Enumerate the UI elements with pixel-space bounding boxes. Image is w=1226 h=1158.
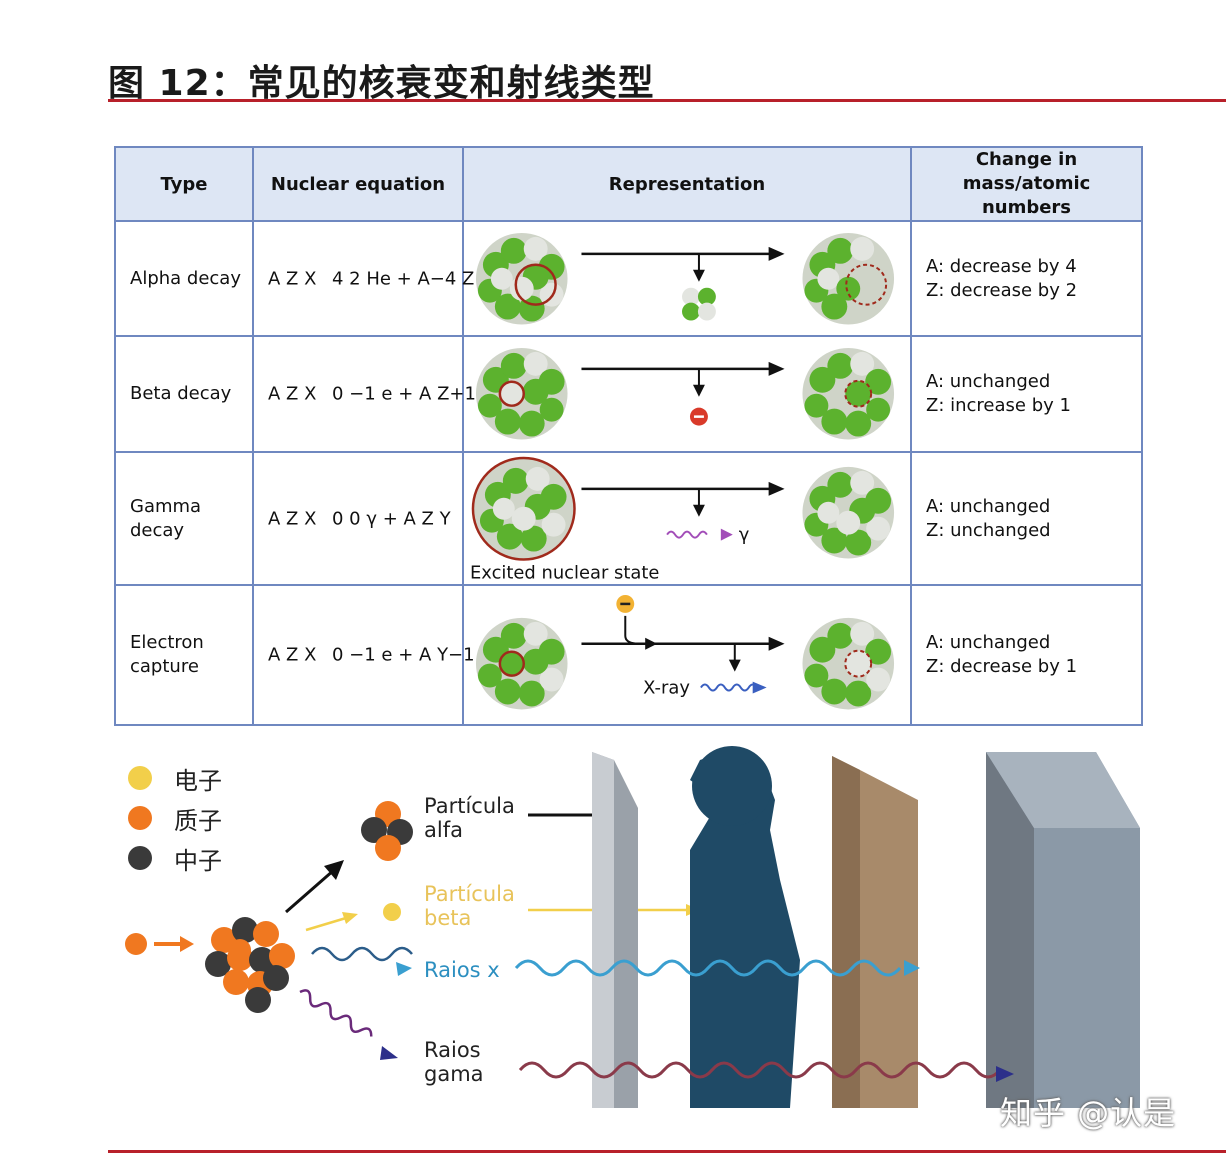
equation-alpha: A Z X 4 2 He + A−4 Z−2 Y: [252, 219, 518, 338]
alpha-label: Partícula alfa: [424, 794, 515, 842]
change-electron-capture: A: unchanged Z: decrease by 1: [910, 584, 1143, 726]
equation-beta: A Z X 0 −1 e + A Z+1 Y: [252, 335, 493, 453]
bottom-rule: [108, 1150, 1226, 1153]
alpha-particle: [682, 287, 716, 321]
beta-particle: [383, 903, 401, 921]
table-row-alpha: Alpha decay A Z X 4 2 He + A−4 Z−2 Y: [114, 219, 1143, 338]
table-row-gamma: Gamma decay A Z X 0 0 γ + A Z Y Excited …: [114, 450, 1143, 587]
change-z-beta: Z: increase by 1: [926, 395, 1071, 417]
parent-nucleus: [475, 348, 568, 441]
gamma-decay-diagram: Excited nuclear state γ: [470, 456, 895, 583]
excited-state-label: Excited nuclear state: [470, 562, 659, 583]
change-a-alpha: A: decrease by 4: [926, 255, 1077, 277]
excited-nucleus: [471, 456, 576, 561]
type-beta: Beta decay: [114, 335, 254, 453]
type-electron-capture: Electron capture: [114, 584, 254, 726]
representation-beta: [462, 335, 912, 453]
legend-label-proton: 质子: [174, 806, 222, 835]
parent-nucleus: [475, 618, 568, 710]
incoming-neutron: [125, 933, 147, 955]
equation-products-electron-capture: 0 −1 e + A Y−1 Y: [332, 644, 492, 666]
neutron-dot-icon: [128, 846, 152, 870]
xray-emission-wave: [311, 946, 413, 962]
decay-table: Type Nuclear equation Representation Cha…: [114, 146, 1143, 726]
header-change: Change in mass/atomic numbers: [910, 146, 1143, 222]
alpha-particle-cluster: [361, 801, 413, 861]
equation-parent-electron-capture: A Z X: [268, 644, 317, 666]
change-a-gamma: A: unchanged: [926, 495, 1051, 517]
beta-label: Partícula beta: [424, 882, 515, 930]
equation-parent-alpha: A Z X: [268, 268, 317, 290]
equation-products-gamma: 0 0 γ + A Z Y: [332, 508, 451, 530]
legend-label-electron: 电子: [174, 766, 222, 795]
legend-item-electron: 电子: [128, 758, 222, 798]
type-electron-capture-text: Electron capture: [130, 632, 204, 678]
header-representation: Representation: [462, 146, 912, 222]
equation-parent-gamma: A Z X: [268, 508, 317, 530]
change-a-beta: A: unchanged: [926, 371, 1051, 393]
xray-wave: [700, 683, 758, 692]
gamma-path-wave: [518, 1061, 1002, 1079]
xray-path-wave: [514, 959, 902, 977]
change-z-electron-capture: Z: decrease by 1: [926, 656, 1078, 678]
title-rule: [108, 99, 1226, 102]
table-row-beta: Beta decay A Z X 0 −1 e + A Z+1 Y: [114, 335, 1143, 453]
representation-electron-capture: X-ray: [462, 584, 912, 726]
type-alpha: Alpha decay: [114, 219, 254, 338]
wood-barrier: [832, 756, 918, 1108]
daughter-nucleus: [802, 232, 895, 325]
paper-barrier: [592, 752, 638, 1108]
ground-nucleus: [802, 466, 895, 559]
beta-decay-diagram: [475, 348, 895, 441]
gamma-wave: [666, 530, 708, 539]
header-change-text: Change in mass/atomic numbers: [962, 149, 1091, 218]
table-row-electron-capture: Electron capture A Z X 0 −1 e + A Y−1 Y: [114, 584, 1143, 726]
parent-nucleus: [475, 232, 568, 325]
change-gamma: A: unchanged Z: unchanged: [910, 450, 1143, 587]
captured-electron: [616, 595, 635, 614]
change-z-alpha: Z: decrease by 2: [926, 279, 1078, 301]
equation-products-beta: 0 −1 e + A Z+1 Y: [332, 383, 493, 405]
daughter-nucleus: [802, 348, 895, 441]
legend-item-proton: 质子: [128, 798, 222, 838]
representation-gamma: Excited nuclear state γ: [462, 450, 912, 587]
change-alpha: A: decrease by 4 Z: decrease by 2: [910, 219, 1143, 338]
unstable-nucleus: [205, 917, 295, 1013]
change-beta: A: unchanged Z: increase by 1: [910, 335, 1143, 453]
figure-title: 图 12：常见的核衰变和射线类型: [108, 63, 655, 104]
equation-gamma: A Z X 0 0 γ + A Z Y: [252, 450, 464, 587]
equation-electron-capture: A Z X 0 −1 e + A Y−1 Y: [252, 584, 491, 726]
representation-alpha: [462, 219, 912, 338]
xray-label: X-ray: [643, 678, 690, 699]
gamma-emission-wave: [299, 989, 373, 1037]
watermark: 知乎 @认是: [1000, 1094, 1177, 1132]
table-header-row: Type Nuclear equation Representation Cha…: [114, 146, 1143, 222]
human-silhouette: [690, 750, 800, 1108]
header-type: Type: [114, 146, 254, 222]
legend-item-neutron: 中子: [128, 838, 222, 878]
header-equation: Nuclear equation: [252, 146, 464, 222]
lead-barrier: [986, 752, 1140, 1108]
electron-dot-icon: [128, 766, 152, 790]
legend-label-neutron: 中子: [174, 846, 222, 875]
alpha-decay-diagram: [475, 232, 895, 325]
type-gamma-text: Gamma decay: [130, 495, 202, 541]
beta-electron: [689, 408, 708, 427]
daughter-nucleus: [802, 618, 895, 710]
type-gamma: Gamma decay: [114, 450, 254, 587]
gamma-symbol: γ: [739, 525, 750, 546]
change-z-gamma: Z: unchanged: [926, 519, 1051, 541]
particle-legend: 电子 质子 中子: [128, 758, 222, 878]
equation-parent-beta: A Z X: [268, 383, 317, 405]
proton-dot-icon: [128, 806, 152, 830]
gamma-label: Raios gama: [424, 1038, 484, 1086]
change-a-electron-capture: A: unchanged: [926, 632, 1051, 654]
electron-capture-diagram: X-ray: [475, 595, 895, 710]
xray-radiation-label: Raios x: [424, 958, 500, 982]
